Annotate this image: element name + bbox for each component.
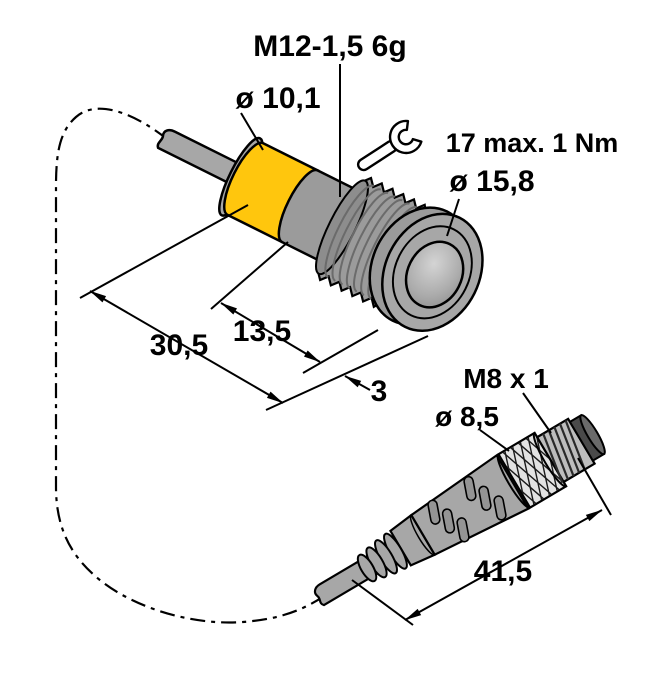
connector-thread-label: M8 x 1 [463, 363, 549, 394]
connector-drawing [313, 413, 606, 607]
extension-line-nut-rear [210, 241, 289, 310]
clamping-nut [315, 176, 427, 309]
dimension-bezel-thickness: 3 [344, 375, 388, 408]
dimension-connector-length: 41,5 [404, 509, 603, 621]
leader-bezel-diameter [446, 198, 460, 237]
extension-line-bezel-rear [302, 329, 379, 374]
wrench-icon [356, 119, 423, 172]
torque-spec-label: 17 max. 1 Nm [446, 128, 619, 158]
dimension-connector-length-value: 41,5 [474, 555, 532, 588]
dimension-bezel-thickness-value: 3 [371, 375, 388, 408]
dimension-housing-length-value: 30,5 [150, 329, 208, 362]
bezel-diameter-label: ø 15,8 [449, 165, 534, 198]
extension-line-connector-rear [351, 579, 414, 626]
extension-line-bezel-front [265, 335, 429, 411]
leader-connector-thread [522, 392, 552, 434]
sensor-cable [156, 128, 251, 190]
connector-tip [568, 413, 606, 462]
housing-diameter-label: ø 10,1 [235, 82, 320, 115]
leader-housing-diameter [240, 112, 264, 151]
dimension-nut-length: 13,5 [220, 302, 321, 363]
cable-route-dashed-line [54, 107, 327, 624]
sensor-drawing [156, 128, 484, 333]
extension-line-housing-rear [79, 204, 249, 299]
lens-dome [404, 240, 465, 309]
dimension-nut-length-value: 13,5 [233, 315, 291, 348]
extension-line-connector-tip [577, 457, 612, 516]
strain-relief-rings [356, 532, 408, 583]
bezel-ring [391, 225, 473, 320]
leader-connector-diameter [479, 429, 510, 452]
connector-diameter-label: ø 8,5 [435, 401, 499, 432]
thread-spec-label: M12-1,5 6g [253, 30, 406, 63]
dimension-housing-length: 30,5 [89, 290, 284, 404]
